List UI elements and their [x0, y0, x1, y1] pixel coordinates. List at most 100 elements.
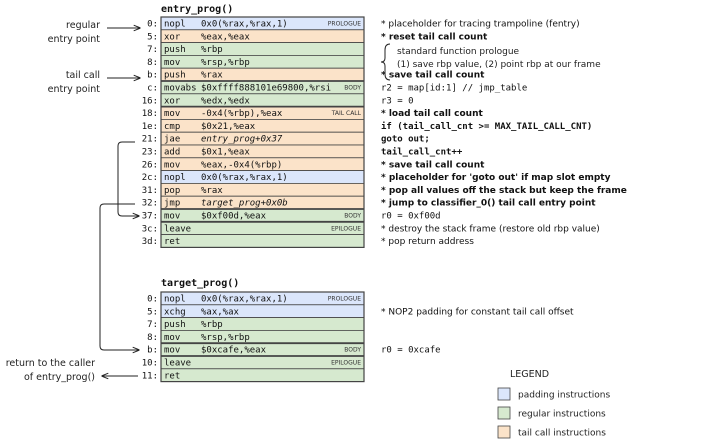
section-label: EPILOGUE [331, 360, 361, 367]
instruction-args: 0x0(%rax,%rax,1) [201, 295, 288, 305]
instruction-op: ret [164, 371, 180, 381]
instruction-row-bg [160, 317, 365, 331]
legend-swatch-regular [497, 406, 511, 420]
instruction-address: 5: [147, 32, 158, 42]
instruction-address: b: [147, 71, 158, 81]
instruction-args: $0xf00d,%eax [201, 212, 267, 222]
instruction-row-bg [160, 329, 365, 344]
instruction-address: 1e: [142, 122, 158, 132]
instruction-args: 0x0(%rax,%rax,1) [201, 173, 288, 183]
instruction-args: %eax,-0x4(%rbp) [201, 160, 282, 170]
instruction-comment: * placeholder for 'goto out' if map slot… [381, 173, 611, 183]
instruction-op: ret [164, 237, 180, 247]
prologue-brace [380, 43, 391, 81]
instruction-address: 0: [147, 20, 158, 30]
instruction-address: c: [147, 84, 158, 94]
instruction-args: %edx,%edx [201, 96, 250, 106]
instruction-op: mov [164, 333, 180, 343]
instruction-row-bg [160, 67, 365, 82]
instruction-row-bg [160, 304, 365, 318]
instruction-address: 18: [142, 109, 158, 119]
instruction-comment: r0 = 0xf00d [381, 212, 441, 222]
instruction-op: push [164, 320, 186, 330]
instruction-op: nopl [164, 20, 186, 30]
instruction-row-bg [160, 182, 365, 197]
instruction-address: 3c: [142, 224, 158, 234]
instruction-address: 10: [142, 359, 158, 369]
instruction-address: 0: [147, 295, 158, 305]
instruction-op: push [164, 45, 186, 55]
section-label: PROLOGUE [328, 21, 361, 28]
instruction-address: 32: [142, 199, 158, 209]
brace-comment-line-1: standard function prologue [397, 47, 520, 57]
instruction-op: pop [164, 186, 180, 196]
instruction-address: 23: [142, 148, 158, 158]
instruction-row-bg [160, 42, 365, 56]
instruction-comment: * NOP2 padding for constant tail call of… [381, 307, 574, 317]
instruction-comment: r2 = map[id:1] // jmp_table [381, 84, 527, 94]
instruction-comment: tail_call_cnt++ [381, 147, 463, 158]
instruction-op: movabs [164, 84, 197, 94]
instruction-comment: * save tail call count [381, 160, 485, 170]
tail-call-jump-arrow [99, 203, 139, 350]
instruction-row-bg [160, 144, 365, 159]
instruction-comment: * placeholder for tracing trampoline (fe… [381, 20, 580, 30]
legend-label-padding: padding instructions [518, 391, 610, 401]
instruction-comment: r0 = 0xcafe [381, 346, 441, 356]
section-label: BODY [344, 85, 361, 92]
instruction-address: 11: [142, 371, 158, 381]
instruction-op: jae [164, 135, 180, 145]
instruction-op: mov [164, 58, 180, 68]
instruction-op: xor [164, 32, 181, 42]
instruction-address: 26: [142, 160, 158, 170]
instruction-row-bg [160, 368, 365, 382]
instruction-op: nopl [164, 295, 186, 305]
instruction-op: mov [164, 212, 180, 222]
target-prog-comments: * NOP2 padding for constant tail call of… [381, 307, 574, 355]
instruction-args: %rsp,%rbp [201, 58, 250, 68]
instruction-op: jmp [164, 199, 180, 209]
instruction-args: %eax,%eax [201, 32, 250, 42]
section-label: TAIL CALL [331, 110, 362, 117]
instruction-args: $0xffff888101e69800,%rsi [201, 84, 331, 94]
instruction-row-bg [160, 119, 365, 133]
instruction-address: 8: [147, 58, 158, 68]
goto-out-arrow [117, 141, 139, 216]
instruction-op: add [164, 148, 180, 158]
instruction-args: %rax [201, 186, 223, 196]
instruction-comment: * jump to classifier_0() tail call entry… [381, 199, 596, 209]
entry-prog-title: entry_prog() [161, 4, 233, 15]
instruction-address: 3d: [142, 237, 158, 247]
instruction-args: target_prog+0x0b [201, 199, 288, 209]
instruction-op: push [164, 71, 186, 81]
instruction-op: xchg [164, 307, 186, 317]
instruction-args: %rbp [201, 320, 223, 330]
instruction-args: -0x4(%rbp),%eax [201, 109, 283, 119]
instruction-comment: goto out; [381, 135, 430, 145]
legend-swatch-padding [497, 387, 511, 401]
block-outline [160, 291, 365, 383]
instruction-address: 7: [147, 320, 158, 330]
instruction-args: %rsp,%rbp [201, 333, 250, 343]
section-label: EPILOGUE [331, 225, 361, 232]
instruction-args: %ax,%ax [201, 307, 240, 317]
instruction-args: $0x21,%eax [201, 122, 256, 132]
instruction-row-bg [160, 234, 365, 248]
instruction-address: 21: [142, 135, 158, 145]
instruction-comment: * pop all values off the stack but keep … [381, 186, 627, 196]
instruction-args: entry_prog+0x37 [201, 135, 283, 145]
instruction-comment: r3 = 0 [381, 96, 414, 106]
legend-title: LEGEND [510, 369, 549, 380]
instruction-address: 7: [147, 45, 158, 55]
return-caller-label-1: return to the caller [6, 358, 95, 369]
instruction-address: 16: [142, 96, 158, 106]
instruction-args: 0x0(%rax,%rax,1) [201, 20, 288, 30]
instruction-comment: if (tail_call_cnt >= MAX_TAIL_CALL_CNT) [381, 121, 592, 132]
instruction-row-bg [160, 55, 365, 69]
instruction-comment: * save tail call count [381, 71, 485, 81]
entry-prog-block: 0: nopl 0x0(%rax,%rax,1) PROLOGUE 5: xor %eax,… [142, 16, 365, 248]
instruction-address: 5: [147, 307, 158, 317]
instruction-op: cmp [164, 122, 180, 132]
instruction-comment: * pop return address [381, 237, 474, 247]
